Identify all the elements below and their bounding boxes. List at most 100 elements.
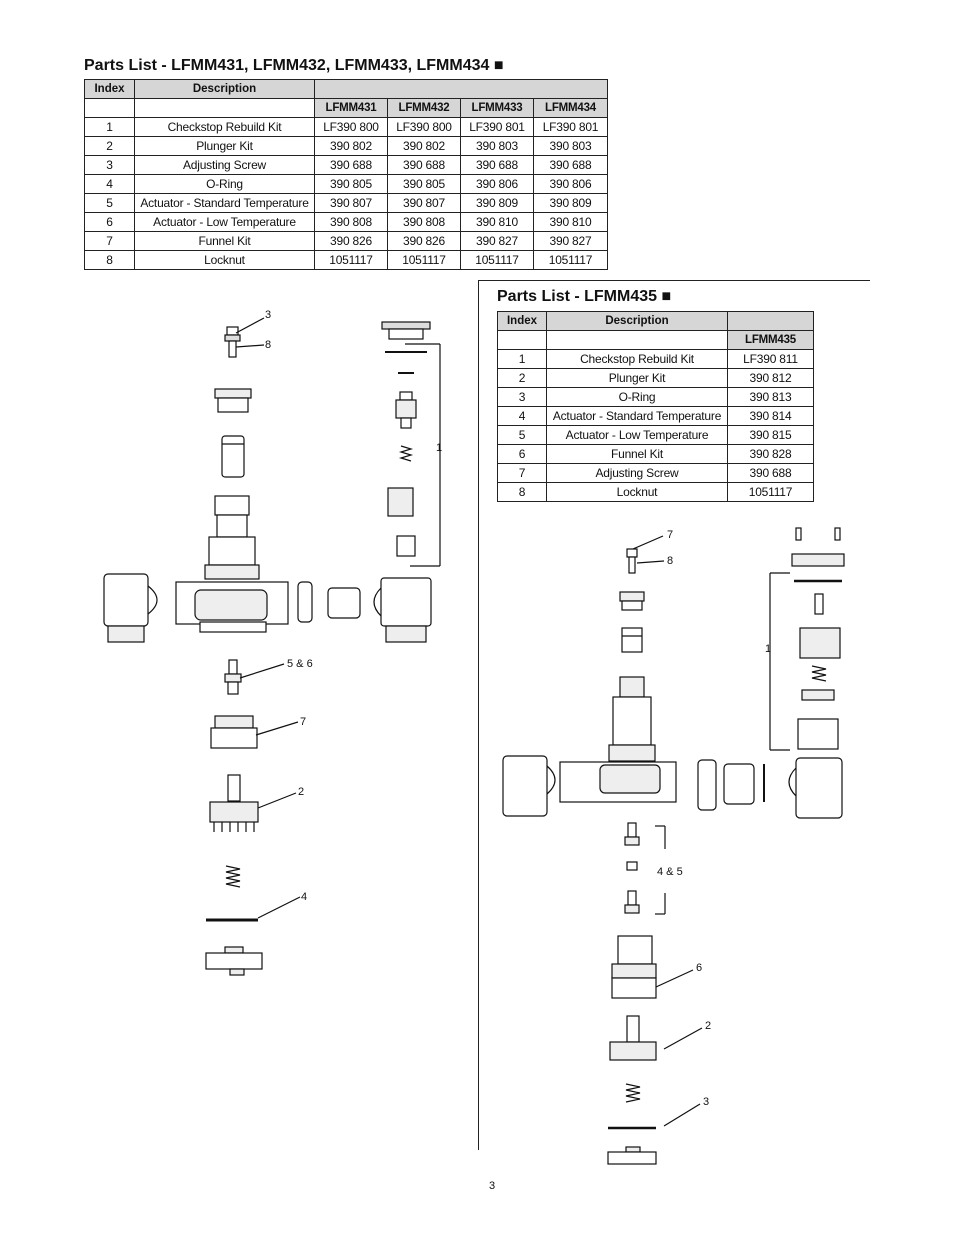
adjusting-screw-part [224, 326, 241, 358]
leader-line [663, 1103, 701, 1127]
valve-body-part [103, 573, 432, 643]
description-header: Description [134, 79, 315, 99]
base-cap-part [607, 1146, 657, 1165]
funnel-part [611, 935, 657, 999]
actuator-part [224, 659, 242, 695]
funnel-part [210, 715, 258, 749]
part-number-cell: 1051117 [387, 250, 461, 270]
page-number: 3 [489, 1180, 496, 1192]
checkstop-kit-parts [769, 527, 845, 751]
callout-2: 2 [705, 1020, 711, 1032]
spring-part [625, 1083, 641, 1103]
checkstop-kit-parts [381, 321, 441, 567]
cylinder-part [621, 627, 643, 653]
plunger-part [209, 774, 259, 832]
leader-line [255, 721, 299, 736]
bonnet-part [204, 495, 260, 580]
leader-line [655, 969, 694, 988]
part-number-cell: 390 810 [460, 212, 534, 232]
model-header-row: LFMM435 [497, 330, 814, 350]
part-number-cell: 390 827 [533, 231, 608, 251]
leader-line [257, 792, 297, 809]
cylinder-part [221, 435, 245, 478]
adjusting-screw-part [626, 548, 638, 574]
model-header: LFMM431 [314, 98, 388, 118]
leader-line [235, 344, 265, 348]
locknut-part [619, 591, 645, 611]
index-cell: 8 [497, 482, 547, 502]
bonnet-part [608, 676, 656, 762]
model-header: LFMM434 [533, 98, 608, 118]
callout-3: 3 [265, 309, 271, 321]
callout-5-and-6: 5 & 6 [287, 658, 313, 670]
part-number-cell: 1051117 [314, 250, 388, 270]
spring-part [225, 865, 241, 888]
part-number-cell: 390 815 [727, 425, 814, 445]
description-cell: Adjusting Screw [134, 155, 315, 175]
model-header: LFMM432 [387, 98, 461, 118]
model-header: LFMM433 [460, 98, 534, 118]
callout-3: 3 [703, 1096, 709, 1108]
description-cell: Actuator - Standard Temperature [134, 193, 315, 213]
leader-line [636, 560, 665, 564]
exploded-view-lfmm435 [502, 527, 845, 1165]
leader-line [257, 896, 301, 919]
exploded-view-lfmm431-434 [103, 317, 441, 976]
callout-1: 1 [765, 643, 771, 655]
models-header [314, 79, 608, 99]
part-number-cell: 390 810 [533, 212, 608, 232]
callout-7: 7 [300, 716, 306, 728]
part-number-cell: 390 803 [533, 136, 608, 156]
locknut-part [214, 388, 252, 413]
part-number-cell: 390 805 [314, 174, 388, 194]
callout-8: 8 [265, 339, 271, 351]
valve-body-part [502, 755, 843, 819]
description-cell: Checkstop Rebuild Kit [134, 117, 315, 137]
callout-6: 6 [696, 962, 702, 974]
callout-1: 1 [436, 442, 442, 454]
leader-line [663, 1027, 703, 1050]
section-divider-horizontal [478, 280, 870, 281]
index-header: Index [84, 79, 135, 99]
models-header [727, 311, 814, 331]
callout-8: 8 [667, 555, 673, 567]
part-number-cell: 390 688 [727, 463, 814, 483]
parts-list-title-lfmm431-434: Parts List - LFMM431, LFMM432, LFMM433, … [84, 57, 504, 74]
callout-4-and-5: 4 & 5 [657, 866, 683, 878]
actuator-parts [624, 822, 666, 915]
leader-line [239, 663, 285, 679]
callout-2: 2 [298, 786, 304, 798]
part-number-cell: 390 807 [314, 193, 388, 213]
description-header: Description [546, 311, 728, 331]
leader-line [632, 535, 664, 550]
base-cap-part [205, 946, 263, 976]
part-number-cell: 1051117 [460, 250, 534, 270]
model-header: LFMM435 [727, 330, 814, 350]
description-cell: Locknut [134, 250, 315, 270]
callout-4: 4 [301, 891, 307, 903]
part-number-cell: 1051117 [727, 482, 814, 502]
plunger-part [609, 1015, 657, 1061]
part-number-cell: 1051117 [533, 250, 608, 270]
leader-line [235, 317, 265, 334]
description-cell: Actuator - Low Temperature [546, 425, 728, 445]
callout-7: 7 [667, 529, 673, 541]
description-cell: Locknut [546, 482, 728, 502]
